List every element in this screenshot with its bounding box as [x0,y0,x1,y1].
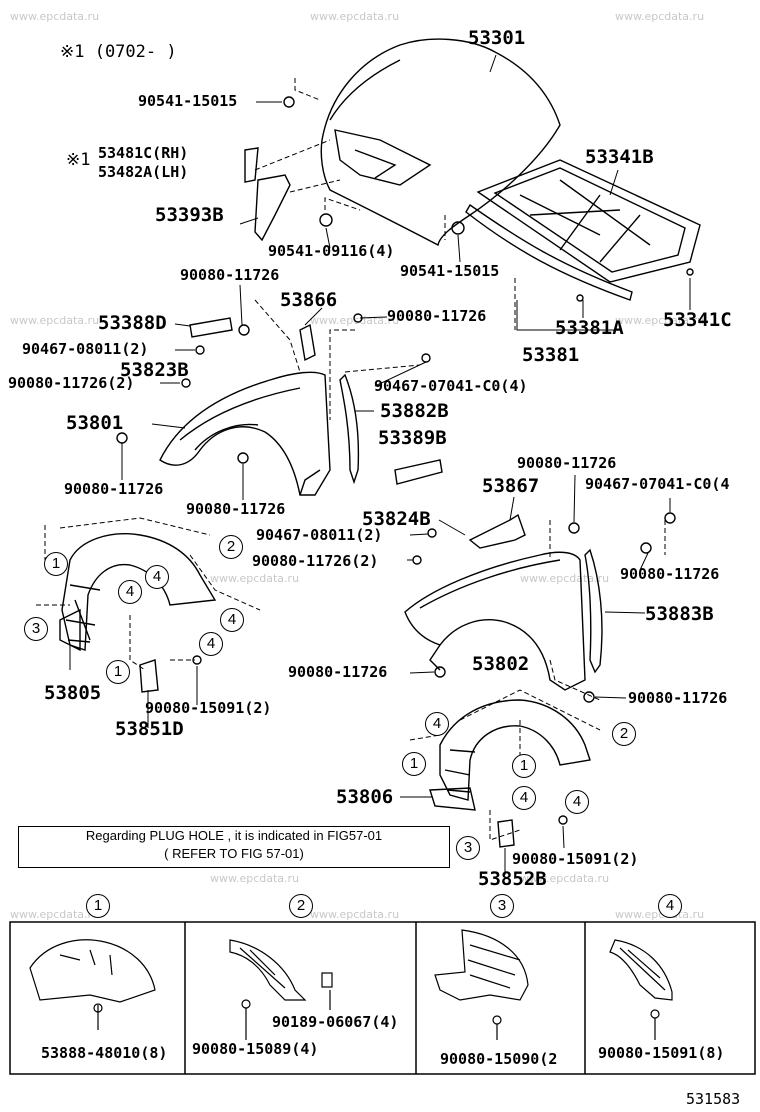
watermark: www.epcdata.ru [310,10,400,23]
part-label-53806: 53806 [336,786,394,808]
part-label-53851d: 53851D [115,718,184,740]
part-label-90080-11726b: 90080-11726 [387,307,487,325]
part-label-90080-11726d: 90080-11726 [64,480,164,498]
part-label-90467-08011: 90467-08011(2) [22,340,149,358]
callout-4: 4 [220,608,244,632]
plug-hole-note: Regarding PLUG HOLE , it is indicated in… [18,826,450,868]
panel-3-part: 90080-15090(2 [440,1050,558,1068]
panel-2-part-b: 90080-15089(4) [192,1040,319,1058]
callout-1: 1 [44,552,68,576]
part-label-53883b: 53883B [645,603,714,625]
part-label-53388d: 53388D [98,312,167,334]
part-label-90541-09116: 90541-09116(4) [268,242,395,260]
part-label-90080-11726g: 90080-11726(2) [252,552,379,570]
watermark: www.epcdata.ru [10,10,100,23]
panel-2-number: 2 [289,894,313,918]
part-label-90541-15015b: 90541-15015 [400,262,500,280]
part-label-90080-11726e: 90080-11726 [186,500,286,518]
watermark: www.epcdata.ru [10,314,100,327]
watermark: www.epcdata.ru [615,314,705,327]
callout-2: 2 [612,722,636,746]
callout-1: 1 [512,754,536,778]
part-label-90467-07041b: 90467-07041-C0(4 [585,475,730,493]
part-label-53482a: 53482A(LH) [98,163,189,181]
callout-4: 4 [145,565,169,589]
callout-2: 2 [219,535,243,559]
watermark: www.epcdata.ru [615,908,705,921]
part-label-53802: 53802 [472,653,530,675]
part-label-90080-15091: 90080-15091(2) [145,699,272,717]
part-label-53341b: 53341B [585,146,654,168]
watermark: www.epcdata.ru [210,872,300,885]
part-label-53867: 53867 [482,475,540,497]
part-label-53852b: 53852B [478,868,547,890]
note-line-2: ( REFER TO FIG 57-01) [164,846,304,861]
part-label-90467-07041: 90467-07041-C0(4) [374,377,528,395]
callout-4: 4 [118,580,142,604]
callout-3: 3 [24,617,48,641]
part-label-90541-15015: 90541-15015 [138,92,238,110]
part-label-90080-15091b: 90080-15091(2) [512,850,639,868]
part-label-90080-11726c: 90080-11726(2) [8,374,135,392]
part-label-90080-11726h: 90080-11726 [620,565,720,583]
watermark: www.epcdata.ru [10,908,100,921]
part-label-90080-11726: 90080-11726 [180,266,280,284]
part-label-53801: 53801 [66,412,124,434]
panel-1-part: 53888-48010(8) [41,1044,168,1062]
part-label-90467-08011b: 90467-08011(2) [256,526,383,544]
part-label-53381: 53381 [522,344,580,366]
callout-4: 4 [512,786,536,810]
part-label-53389b: 53389B [378,427,447,449]
callout-1: 1 [402,752,426,776]
part-label-53381a: 53381A [555,317,624,339]
callout-3: 3 [456,836,480,860]
part-label-53805: 53805 [44,682,102,704]
part-label-53481c: 53481C(RH) [98,144,189,162]
part-label-53301: 53301 [468,27,526,49]
callout-4: 4 [199,632,223,656]
part-label-53341c: 53341C [663,309,732,331]
panel-4-part: 90080-15091(8) [598,1044,725,1062]
part-label-53824b: 53824B [362,508,431,530]
panel-2-part-a: 90189-06067(4) [272,1013,399,1031]
part-label-90080-11726j: 90080-11726 [628,689,728,707]
note-line-1: Regarding PLUG HOLE , it is indicated in… [85,828,383,843]
panel-1-number: 1 [86,894,110,918]
part-label-53882b: 53882B [380,400,449,422]
watermark: www.epcdata.ru [520,572,610,585]
part-label-53866: 53866 [280,289,338,311]
callout-4: 4 [425,712,449,736]
header-note: ※1 (0702- ) [60,42,177,62]
footnote-marker: ※1 [66,150,91,170]
watermark: www.epcdata.ru [310,908,400,921]
part-label-53393b: 53393B [155,204,224,226]
panel-4-number: 4 [658,894,682,918]
panel-3-number: 3 [490,894,514,918]
diagram-id: 531583 [686,1090,741,1108]
watermark: www.epcdata.ru [615,10,705,23]
part-label-53823b: 53823B [120,359,189,381]
callout-4: 4 [565,790,589,814]
callout-1: 1 [106,660,130,684]
watermark: www.epcdata.ru [210,572,300,585]
watermark: www.epcdata.ru [520,872,610,885]
part-label-90080-11726f: 90080-11726 [517,454,617,472]
part-label-90080-11726i: 90080-11726 [288,663,388,681]
